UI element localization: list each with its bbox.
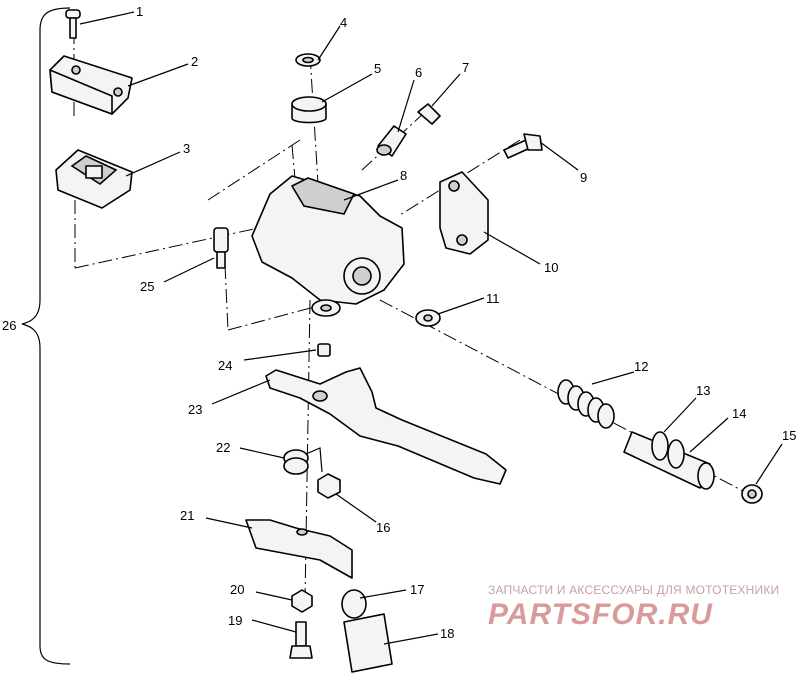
callout-12: 12 bbox=[634, 359, 648, 374]
callout-13: 13 bbox=[696, 383, 710, 398]
callout-15: 15 bbox=[782, 428, 796, 443]
part-diaphragm-3 bbox=[55, 149, 133, 209]
part-lever-23 bbox=[265, 367, 507, 485]
callout-25: 25 bbox=[140, 279, 154, 294]
part-washer-11 bbox=[415, 309, 441, 327]
callout-17: 17 bbox=[410, 582, 424, 597]
part-nut-16 bbox=[317, 473, 341, 499]
callout-26: 26 bbox=[2, 318, 16, 333]
part-washer-4 bbox=[295, 53, 321, 67]
part-cap-5 bbox=[291, 96, 327, 124]
part-master-cylinder-8 bbox=[251, 175, 405, 317]
callout-21: 21 bbox=[180, 508, 194, 523]
part-bracket-21 bbox=[245, 519, 353, 579]
callout-14: 14 bbox=[732, 406, 746, 421]
callout-9: 9 bbox=[580, 170, 587, 185]
part-screw-1 bbox=[65, 9, 81, 39]
assembly-bracket bbox=[21, 7, 71, 665]
part-tag-17-18 bbox=[341, 589, 393, 673]
part-pin-24 bbox=[317, 343, 331, 357]
callout-7: 7 bbox=[462, 60, 469, 75]
callout-labels: 1 2 3 4 5 6 7 8 9 10 11 12 13 14 15 16 1… bbox=[2, 4, 796, 641]
part-bolt-25 bbox=[213, 227, 229, 269]
part-bleeder-6 bbox=[376, 125, 407, 157]
watermark-brand: PARTSFOR.RU bbox=[488, 598, 713, 631]
callout-22: 22 bbox=[216, 440, 230, 455]
watermark-tagline: ЗАПЧАСТИ И АКСЕССУАРЫ ДЛЯ МОТОТЕХНИКИ bbox=[488, 583, 779, 597]
part-nut-20 bbox=[291, 589, 313, 613]
part-reservoir-cover-2 bbox=[49, 55, 133, 115]
callout-23: 23 bbox=[188, 402, 202, 417]
callout-10: 10 bbox=[544, 260, 558, 275]
callout-4: 4 bbox=[340, 15, 347, 30]
leader-lines bbox=[79, 11, 783, 645]
callout-6: 6 bbox=[415, 65, 422, 80]
callout-3: 3 bbox=[183, 141, 190, 156]
part-piston-13-14 bbox=[623, 431, 715, 490]
callout-24: 24 bbox=[218, 358, 232, 373]
callout-2: 2 bbox=[191, 54, 198, 69]
part-bolt-19 bbox=[289, 621, 313, 659]
part-bleeder-cap-7 bbox=[417, 103, 441, 125]
callout-5: 5 bbox=[374, 61, 381, 76]
callout-1: 1 bbox=[136, 4, 143, 19]
part-spring-12 bbox=[557, 379, 615, 429]
part-clamp-10 bbox=[439, 171, 489, 255]
callout-18: 18 bbox=[440, 626, 454, 641]
callout-8: 8 bbox=[400, 168, 407, 183]
callout-16: 16 bbox=[376, 520, 390, 535]
part-spring-22 bbox=[283, 447, 323, 475]
part-clip-15 bbox=[741, 484, 763, 504]
watermark: ЗАПЧАСТИ И АКСЕССУАРЫ ДЛЯ МОТОТЕХНИКИ PA… bbox=[488, 583, 779, 631]
callout-19: 19 bbox=[228, 613, 242, 628]
callout-20: 20 bbox=[230, 582, 244, 597]
callout-11: 11 bbox=[486, 291, 500, 306]
part-screw-9 bbox=[503, 133, 543, 159]
